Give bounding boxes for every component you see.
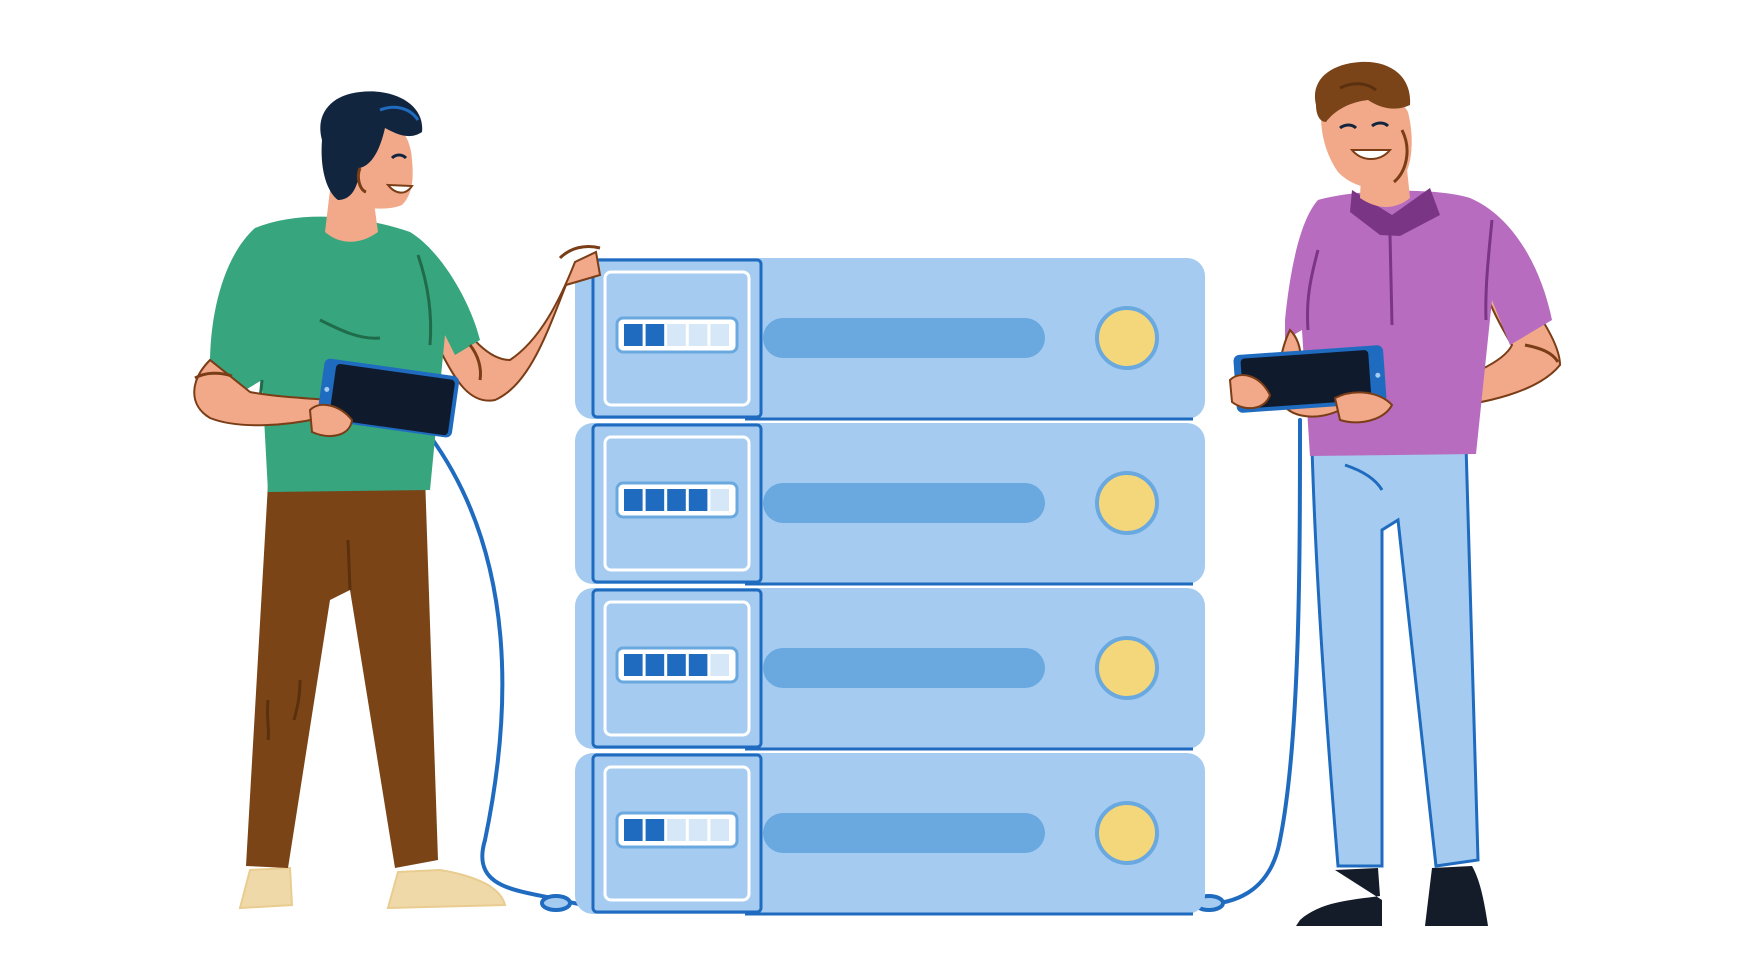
level-cell (624, 819, 643, 841)
right-pants (1310, 443, 1480, 868)
left-pants (246, 476, 438, 868)
level-cell (667, 654, 686, 676)
status-light (1095, 306, 1159, 370)
level-cell (710, 819, 729, 841)
level-cell (710, 654, 729, 676)
level-cell (645, 819, 665, 841)
left-smile (385, 183, 414, 194)
level-cell (624, 489, 643, 511)
status-light (1095, 471, 1159, 535)
level-cell (688, 819, 708, 841)
right-eye-l (1339, 123, 1358, 130)
level-cell (645, 489, 665, 511)
level-cell (688, 489, 708, 511)
left-shoe-back (238, 866, 294, 910)
level-cell (710, 324, 729, 346)
level-cell (645, 654, 665, 676)
server-unit-4 (575, 753, 1205, 916)
right-face (1320, 90, 1412, 188)
right-eye-r (1371, 121, 1390, 128)
engineer-right (1228, 61, 1562, 926)
cable-left (428, 434, 590, 907)
right-collar (1350, 188, 1440, 236)
level-cell (624, 654, 643, 676)
level-cell (667, 819, 686, 841)
level-cell (667, 489, 686, 511)
left-hand (308, 403, 354, 437)
right-hand-left (1228, 374, 1272, 410)
right-smile (1349, 149, 1393, 160)
engineer-left (193, 91, 602, 910)
left-eye (390, 153, 408, 160)
right-shoe-back (1296, 868, 1382, 926)
level-cell (667, 324, 686, 346)
status-light (1095, 801, 1159, 865)
server-unit-3 (575, 588, 1205, 751)
level-cell (624, 324, 643, 346)
right-shoe-front (1425, 866, 1488, 926)
cable-plug-left (540, 894, 572, 912)
status-light (1095, 636, 1159, 700)
server-rack (575, 258, 1205, 916)
drive-slot (763, 318, 1045, 358)
level-cell (688, 324, 708, 346)
left-hair (320, 91, 423, 200)
right-hair (1314, 61, 1411, 122)
right-hand-right (1333, 391, 1394, 424)
level-cell (710, 489, 729, 511)
drive-slot (763, 813, 1045, 853)
server-unit-2 (575, 423, 1205, 586)
server-unit-1 (575, 258, 1205, 421)
drive-slot (763, 648, 1045, 688)
drive-slot (763, 483, 1045, 523)
left-shoe-front (386, 868, 507, 910)
cable-right (1198, 418, 1302, 907)
left-tablet (317, 358, 460, 438)
level-cell (645, 324, 665, 346)
level-cell (688, 654, 708, 676)
